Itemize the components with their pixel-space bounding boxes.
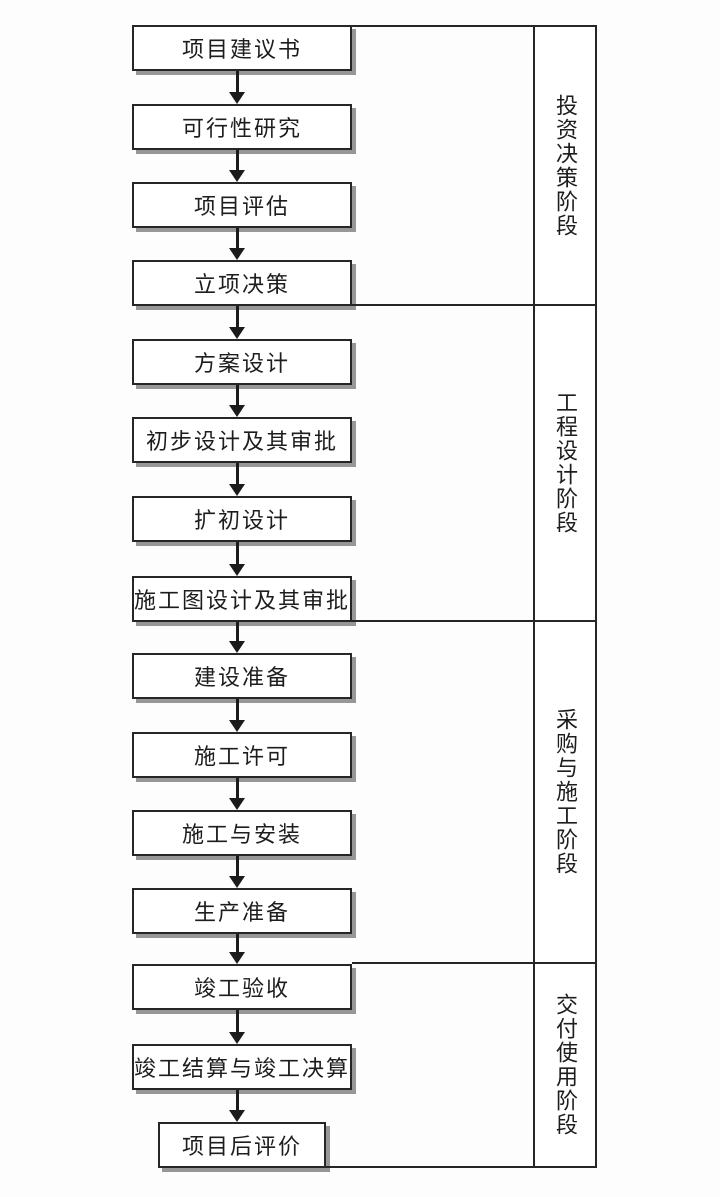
down-arrow-icon [229,856,245,888]
down-arrow-icon [229,385,245,417]
flow-step-9: 建设准备 [132,653,352,699]
phase-column: 投资决策阶段 工程设计阶段 采购与施工阶段 交付使用阶段 [533,25,597,1168]
flow-step-13: 竣工验收 [132,964,352,1010]
flow-step-11: 施工与安装 [132,810,352,856]
flow-step-3: 项目评估 [132,182,352,228]
flow-step-5: 方案设计 [132,339,352,385]
flow-step-15: 项目后评价 [158,1122,326,1168]
down-arrow-icon [229,71,245,104]
down-arrow-icon [229,542,245,576]
phase-label-procurement-construction: 采购与施工阶段 [535,622,595,964]
down-arrow-icon [229,150,245,182]
flow-step-7: 扩初设计 [132,496,352,542]
down-arrow-icon [229,699,245,732]
flow-step-14: 竣工结算与竣工决算 [132,1044,352,1090]
flow-step-12: 生产准备 [132,888,352,934]
down-arrow-icon [229,463,245,496]
connector-line [326,1166,533,1168]
down-arrow-icon [229,934,245,964]
down-arrow-icon [229,1090,245,1122]
phase-label-engineering-design: 工程设计阶段 [535,306,595,622]
down-arrow-icon [229,778,245,810]
flow-step-10: 施工许可 [132,732,352,778]
connector-line [352,304,533,306]
flow-step-8: 施工图设计及其审批 [132,576,352,622]
down-arrow-icon [229,622,245,653]
connector-line [352,25,533,27]
down-arrow-icon [229,1010,245,1044]
phase-label-investment-decision: 投资决策阶段 [535,27,595,306]
down-arrow-icon [229,228,245,260]
flow-step-4: 立项决策 [132,260,352,306]
connector-line [352,962,533,964]
flow-step-2: 可行性研究 [132,104,352,150]
connector-line [352,620,533,622]
flow-step-1: 项目建议书 [132,25,352,71]
flow-step-6: 初步设计及其审批 [132,417,352,463]
down-arrow-icon [229,306,245,339]
phase-label-delivery-use: 交付使用阶段 [553,993,578,1137]
